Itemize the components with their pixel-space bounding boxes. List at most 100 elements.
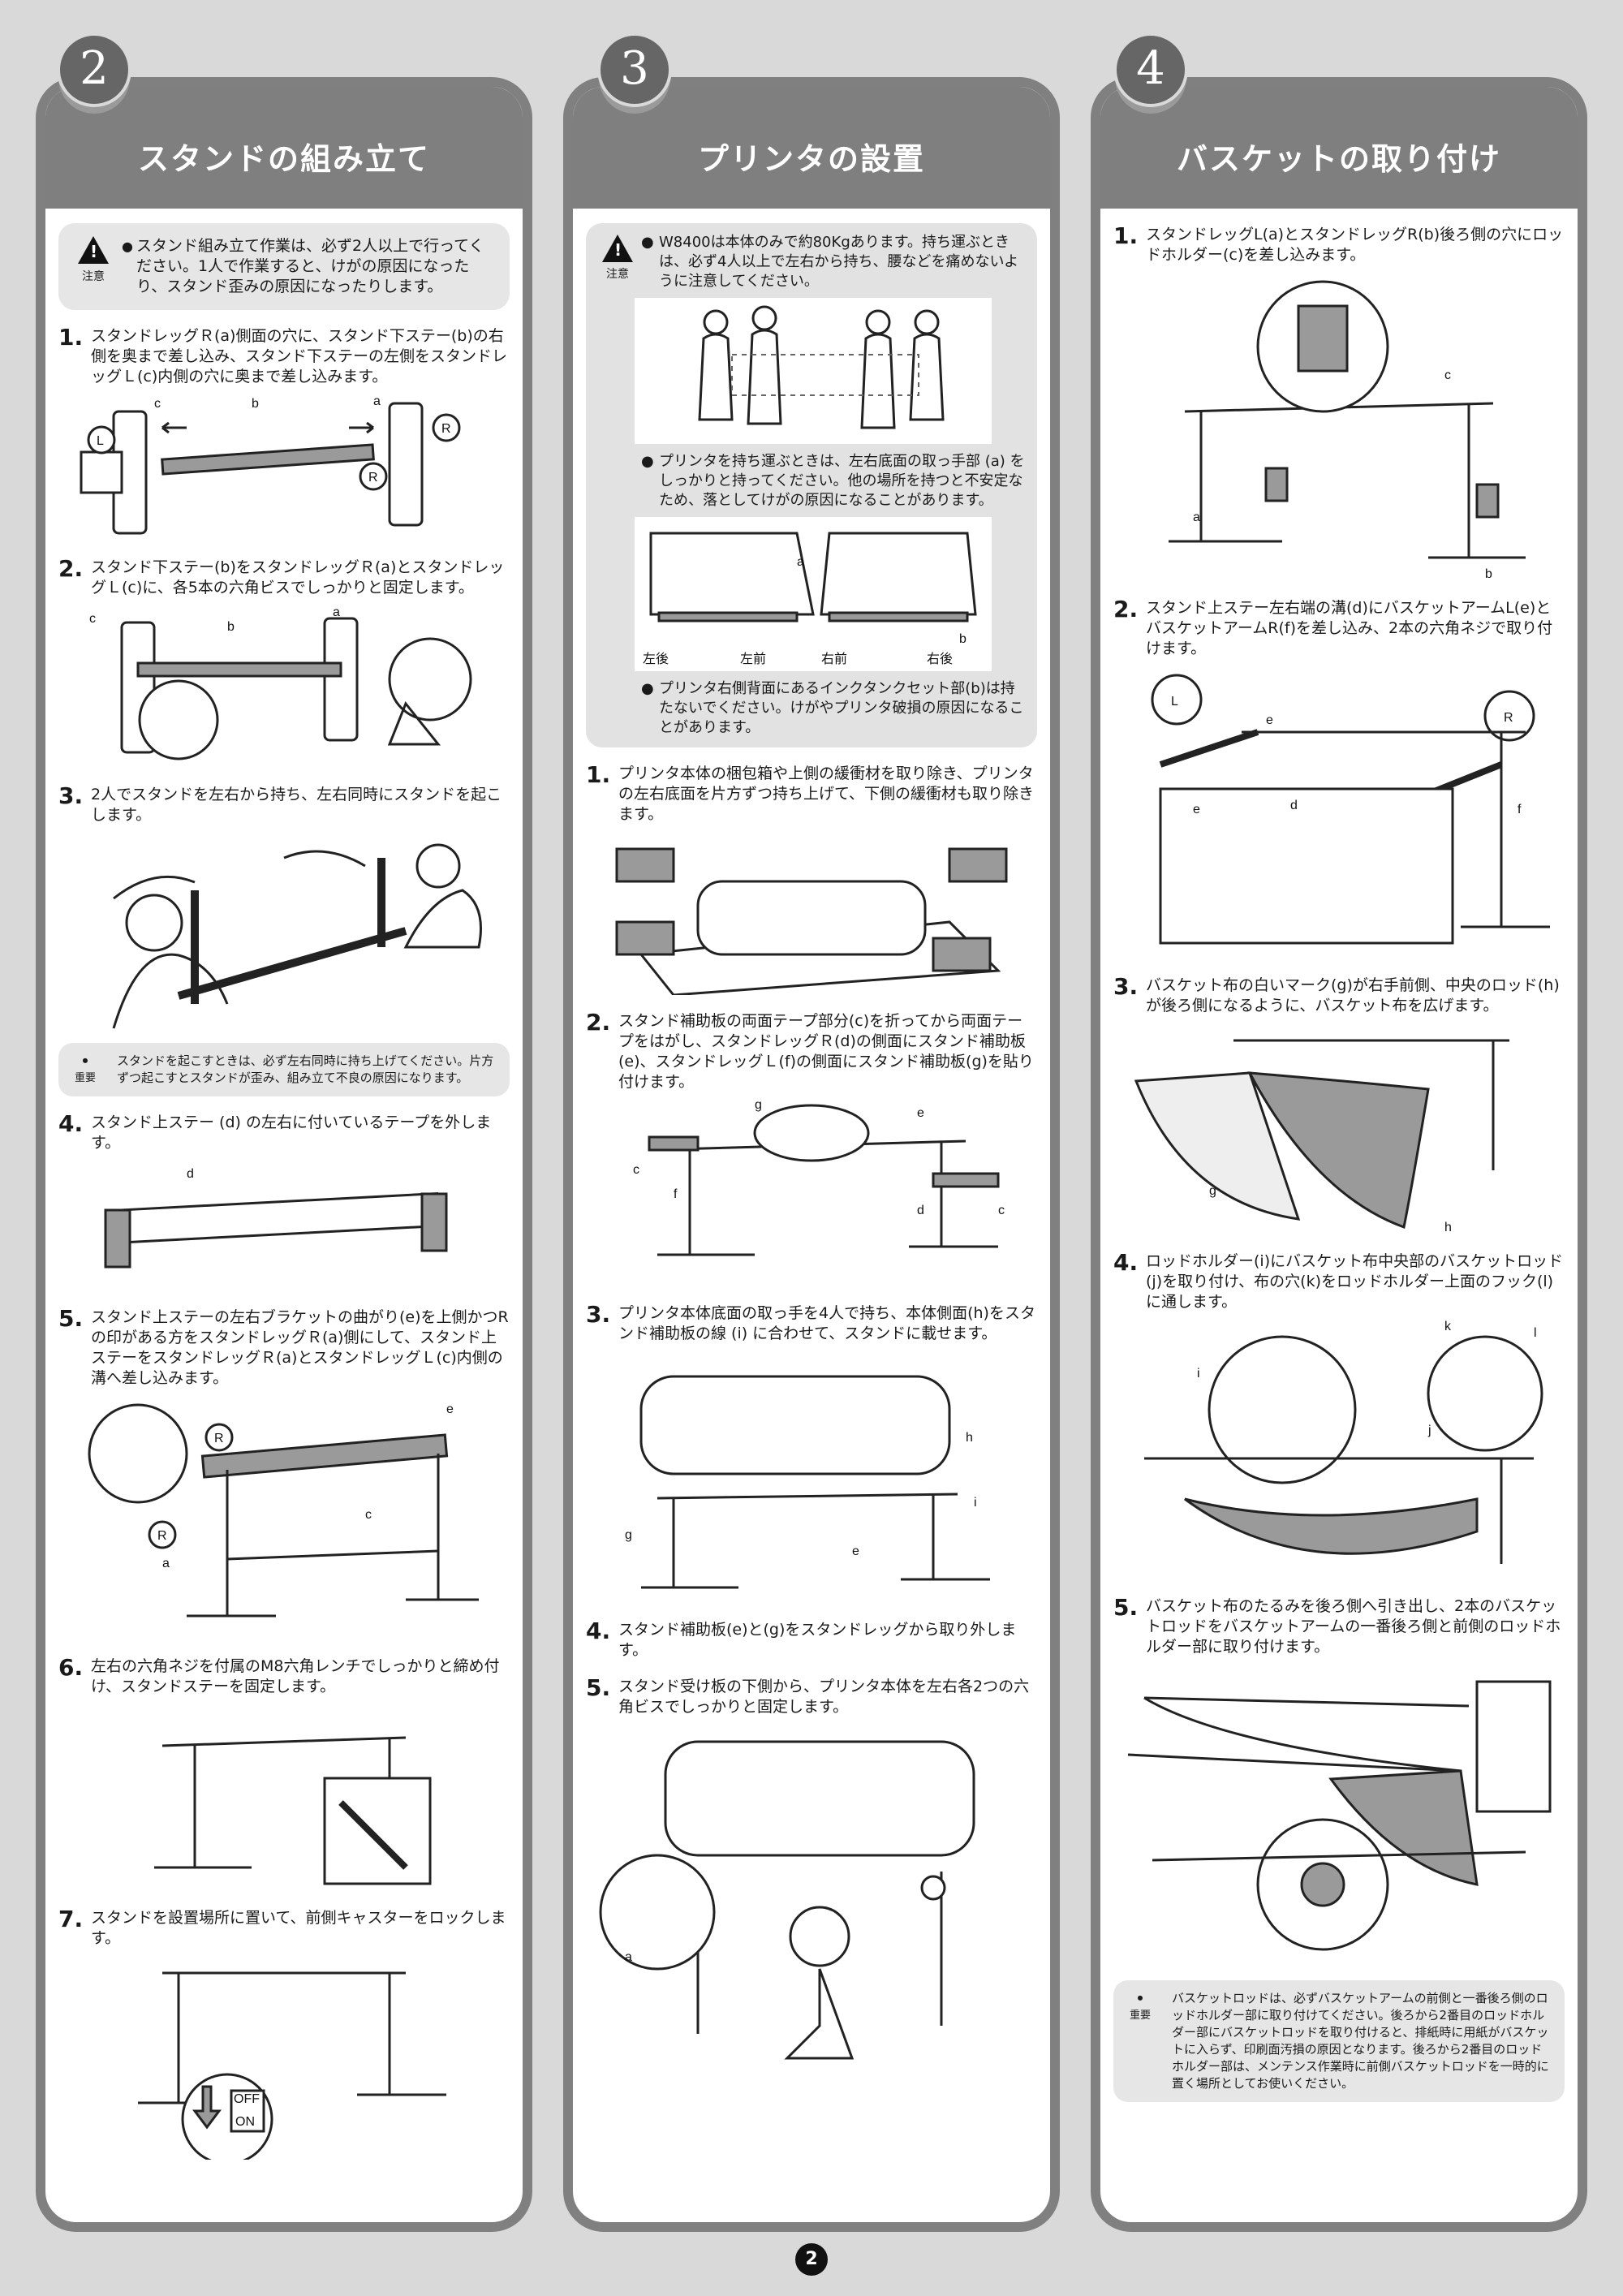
important-icon: ⏺重要: [1129, 1992, 1151, 2022]
svg-text:d: d: [917, 1204, 924, 1217]
svg-text:a: a: [333, 606, 340, 619]
section-number-badge: 2: [57, 32, 131, 107]
svg-text:h: h: [966, 1431, 973, 1445]
svg-text:b: b: [959, 632, 966, 646]
step-5: 5.スタンド受け板の下側から、プリンタ本体を左右各2つの六角ビスでしっかりと固定…: [586, 1674, 1030, 1717]
illustration-remove-packing: [615, 847, 1008, 995]
svg-text:a: a: [1193, 510, 1200, 524]
section-title: バスケットの取り付け: [1176, 141, 1501, 177]
section-basket-attach: バスケットの取り付け 1.スタンドレッグL(a)とスタンドレッグR(b)後ろ側の…: [1091, 77, 1587, 2232]
svg-text:左後: 左後: [643, 652, 669, 666]
svg-text:a: a: [162, 1557, 170, 1570]
important-icon: ⏺重要: [74, 1055, 96, 1084]
svg-text:e: e: [446, 1402, 454, 1416]
illustration-fix-printer-screws: a: [599, 1740, 975, 2060]
step-3: 3.プリンタ本体底面の取っ手を4人で持ち、本体側面(h)をスタンド補助板の線 (…: [586, 1301, 1035, 1343]
svg-text:c: c: [1444, 368, 1451, 382]
svg-text:a: a: [797, 555, 804, 569]
svg-text:左前: 左前: [740, 652, 766, 666]
svg-text:R: R: [441, 422, 451, 436]
section-title: プリンタの設置: [697, 141, 925, 177]
svg-text:R: R: [1504, 711, 1513, 725]
svg-text:l: l: [1534, 1326, 1537, 1340]
important-text: バスケットロッドは、必ずバスケットアームの前側と一番後ろ側のロッドホルダー部に取…: [1172, 1991, 1549, 2091]
caution-text-2: プリンタを持ち運ぶときは、左右底面の取っ手部 (a) をしっかりと持ってください…: [659, 453, 1025, 509]
svg-text:a: a: [625, 1950, 632, 1964]
section-number-badge: 3: [597, 32, 672, 107]
svg-text:k: k: [1444, 1320, 1452, 1333]
caution-box: 注意 ●W8400は本体のみで約80Kgあります。持ち運ぶときは、必ず4人以上で…: [586, 223, 1037, 747]
svg-text:R: R: [368, 471, 378, 485]
illustration-spread-basket: g h: [1134, 1039, 1509, 1234]
step-1: 1.スタンドレッグL(a)とスタンドレッグR(b)後ろ側の穴にロッドホルダー(c…: [1113, 222, 1564, 265]
step-5: 5.スタンド上ステーの左右ブラケットの曲がり(e)を上側かつRの印がある方をスタ…: [58, 1305, 509, 1388]
bullet: ●: [641, 234, 654, 251]
important-box: ⏺重要 バスケットロッドは、必ずバスケットアームの前側と一番後ろ側のロッドホルダ…: [1113, 1980, 1565, 2102]
step-1: 1.プリンタ本体の梱包箱や上側の緩衝材を取り除き、プリンタの左右底面を片方ずつ持…: [586, 761, 1035, 824]
svg-text:c: c: [633, 1163, 639, 1177]
svg-text:c: c: [154, 397, 161, 411]
section-title: スタンドの組み立て: [137, 141, 430, 177]
illustration-fix-lower-stay: c b a: [89, 606, 472, 760]
section-printer-install: プリンタの設置 注意 ●W8400は本体のみで約80Kgあります。持ち運ぶときは…: [563, 77, 1060, 2232]
caution-text: スタンド組み立て作業は、必ず2人以上で行ってください。1人で作業すると、けがの原…: [136, 237, 484, 295]
bullet: ●: [122, 239, 133, 254]
svg-text:j: j: [1427, 1424, 1431, 1437]
step-6: 6.左右の六角ネジを付属のM8六角レンチでしっかりと締め付け、スタンドステーを固…: [58, 1654, 500, 1696]
svg-text:f: f: [674, 1187, 678, 1201]
illustration-insert-upper-stay: R R e c a: [88, 1402, 479, 1618]
svg-text:b: b: [227, 620, 235, 634]
illustration-rod-holders: c a b: [1169, 280, 1526, 581]
section-stand-assembly: スタンドの組み立て 注意 ● スタンド組み立て作業は、必ず2人以上で行ってくださ…: [36, 77, 532, 2232]
svg-text:e: e: [1193, 803, 1200, 816]
step-4: 4.スタンド補助板(e)と(g)をスタンドレッグから取り外します。: [586, 1618, 1017, 1660]
svg-text:ON: ON: [235, 2115, 255, 2129]
illustration-tighten-screws: [154, 1736, 432, 1885]
svg-text:g: g: [755, 1101, 762, 1112]
svg-text:d: d: [1290, 799, 1298, 812]
svg-text:c: c: [365, 1508, 372, 1522]
caution-text-3: プリンタ右側背面にあるインクタンクセット部(b)は持たないでください。けがやプリ…: [659, 680, 1024, 736]
step-5: 5.バスケット布のたるみを後ろ側へ引き出し、2本のバスケットロッドをバスケットア…: [1113, 1594, 1561, 1656]
step-2: 2.スタンド上ステー左右端の溝(d)にバスケットアームL(e)とバスケットアーム…: [1113, 596, 1553, 658]
step-4: 4.ロッドホルダー(i)にバスケット布中央部のバスケットロッド(j)を取り付け、…: [1113, 1249, 1564, 1312]
svg-text:L: L: [97, 434, 104, 448]
svg-text:d: d: [187, 1167, 194, 1181]
step-1: 1.スタンドレッグＲ(a)側面の穴に、スタンド下ステー(b)の右側を奥まで差し込…: [58, 324, 508, 386]
important-text: スタンドを起こすときは、必ず左右同時に持ち上げてください。片方ずつ起こすとスタン…: [117, 1053, 494, 1085]
svg-text:e: e: [852, 1544, 859, 1558]
svg-text:f: f: [1518, 803, 1522, 816]
svg-text:h: h: [1444, 1221, 1452, 1234]
warning-icon: 注意: [597, 235, 638, 282]
illustration-attach-aux-plates: g e c c f d: [633, 1101, 1005, 1256]
step-4: 4.スタンド上ステー (d) の左右に付いているテープを外します。: [58, 1110, 492, 1152]
illustration-insert-lower-stay: L R R c b a: [80, 395, 461, 535]
svg-text:c: c: [89, 612, 96, 626]
svg-text:右後: 右後: [927, 652, 953, 666]
step-7: 7.スタンドを設置場所に置いて、前側キャスターをロックします。: [58, 1906, 506, 1948]
illustration-raise-stand: [112, 843, 482, 1029]
illustration-basket-arms: L R e e d f: [1151, 674, 1550, 945]
svg-text:a: a: [373, 395, 381, 408]
illustration-remove-tape: d: [104, 1167, 448, 1269]
svg-text:g: g: [1209, 1184, 1216, 1198]
important-box: ⏺重要 スタンドを起こすときは、必ず左右同時に持ち上げてください。片方ずつ起こす…: [58, 1043, 510, 1096]
svg-text:c: c: [998, 1204, 1005, 1217]
section-header: プリンタの設置: [573, 87, 1050, 209]
svg-text:R: R: [214, 1432, 224, 1445]
warning-icon: 注意: [73, 236, 114, 287]
svg-text:i: i: [1197, 1367, 1200, 1381]
svg-text:g: g: [625, 1528, 632, 1542]
svg-text:L: L: [1171, 695, 1178, 709]
illustration-four-people-carry: [635, 298, 992, 444]
svg-text:e: e: [1266, 713, 1273, 727]
svg-text:i: i: [974, 1496, 977, 1510]
svg-text:e: e: [917, 1106, 924, 1120]
section-header: スタンドの組み立て: [45, 87, 523, 209]
illustration-lock-caster: OFF ON: [138, 1971, 446, 2160]
step-2: 2.スタンド補助板の両面テープ部分(c)を折ってから両面テープをはがし、スタンド…: [586, 1009, 1034, 1092]
illustration-place-printer: h i g e: [625, 1375, 990, 1589]
illustration-rod-holder-hooks: i j k l: [1144, 1320, 1543, 1564]
page-number: 2: [795, 2243, 828, 2276]
svg-text:右前: 右前: [821, 652, 847, 666]
